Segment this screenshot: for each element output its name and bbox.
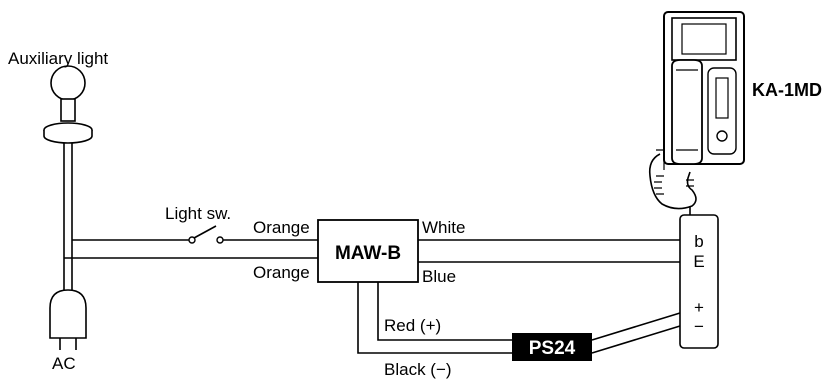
maw-b-label: MAW-B [335, 243, 401, 264]
auxiliary-light [43, 65, 93, 290]
white-label: White [422, 218, 465, 237]
light-base-side [43, 130, 93, 144]
orange-bottom-label: Orange [253, 263, 310, 282]
black-label: Black (−) [384, 360, 452, 379]
auxiliary-light-label: Auxiliary light [8, 49, 108, 68]
ac-plug-icon [49, 289, 87, 350]
maw-b-box [317, 219, 419, 283]
light-switch-icon [193, 225, 217, 239]
terminal-block [679, 214, 719, 349]
terminal-minus-label: − [694, 317, 704, 336]
terminal-plus-label: + [694, 298, 704, 317]
switch-contact-right [216, 236, 224, 244]
blue-label: Blue [422, 267, 456, 286]
light-switch-label: Light sw. [165, 204, 231, 223]
orange-top-label: Orange [253, 218, 310, 237]
ps24-box [512, 333, 592, 361]
red-label: Red (+) [384, 316, 441, 335]
light-bulb-icon [50, 65, 86, 101]
ac-label: AC [52, 354, 76, 373]
ps24-label: PS24 [529, 338, 576, 359]
ps24-minus-wire [591, 325, 681, 354]
light-stem [60, 98, 76, 122]
ka-1md-unit-icon [648, 11, 745, 215]
switch-contact-left [188, 236, 196, 244]
ka-1md-label: KA-1MD [752, 80, 822, 100]
terminal-e-label: E [693, 252, 704, 271]
terminal-b-label: b [694, 232, 703, 251]
ps24-plus-wire [591, 312, 681, 341]
black-wire [357, 282, 512, 354]
red-wire [377, 282, 512, 341]
